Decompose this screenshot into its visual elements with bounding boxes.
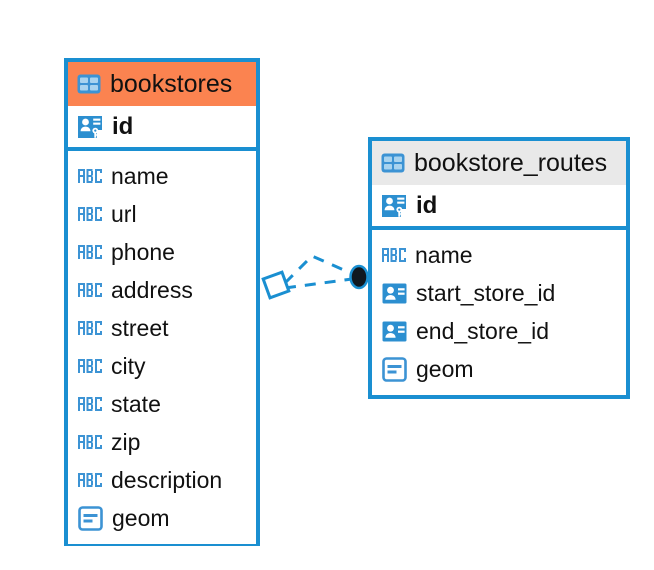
- field-row[interactable]: url: [68, 195, 256, 233]
- entity-title-bookstore-routes: bookstore_routes: [414, 148, 608, 177]
- entity-header-bookstores[interactable]: bookstores: [68, 62, 256, 106]
- primary-key-icon: [78, 115, 102, 138]
- field-row[interactable]: street: [68, 309, 256, 347]
- field-label: url: [111, 200, 137, 227]
- table-icon: [381, 153, 405, 173]
- field-row[interactable]: geom: [372, 350, 626, 388]
- field-label: description: [111, 466, 223, 493]
- field-label: address: [111, 276, 193, 303]
- field-list-bookstores: name url: [68, 151, 256, 544]
- field-label: street: [111, 314, 169, 341]
- circle-filled-icon: [349, 264, 369, 290]
- field-row[interactable]: state: [68, 385, 256, 423]
- field-label: zip: [111, 428, 141, 455]
- table-icon: [77, 74, 101, 94]
- field-label: start_store_id: [416, 279, 556, 306]
- geometry-icon: [78, 505, 103, 531]
- relationship-line-lower: [284, 277, 353, 290]
- field-label: end_store_id: [416, 317, 549, 344]
- field-label: city: [111, 352, 146, 379]
- field-label: geom: [416, 355, 474, 382]
- field-label: phone: [111, 238, 175, 265]
- field-row[interactable]: name: [372, 236, 626, 274]
- abc-text-icon: [78, 207, 102, 221]
- entity-title-bookstores: bookstores: [110, 69, 233, 98]
- field-row[interactable]: start_store_id: [372, 274, 626, 312]
- field-row[interactable]: description: [68, 461, 256, 499]
- field-row[interactable]: end_store_id: [372, 312, 626, 350]
- field-row[interactable]: name: [68, 157, 256, 195]
- primary-key-label-bookstores: id: [112, 112, 134, 140]
- abc-text-icon: [78, 321, 102, 335]
- abc-text-icon: [78, 169, 102, 183]
- primary-key-icon: [382, 194, 406, 217]
- field-row[interactable]: geom: [68, 499, 256, 537]
- foreign-key-icon: [382, 283, 407, 303]
- primary-key-label-bookstore-routes: id: [416, 191, 438, 219]
- field-label: state: [111, 390, 161, 417]
- entity-header-bookstore-routes[interactable]: bookstore_routes: [372, 141, 626, 185]
- field-row[interactable]: zip: [68, 423, 256, 461]
- relationship-line-upper: [283, 254, 354, 285]
- field-label: name: [111, 162, 169, 189]
- diamond-open-icon: [261, 270, 291, 300]
- entity-bookstores[interactable]: bookstores id: [64, 58, 260, 546]
- abc-text-icon: [78, 473, 102, 487]
- abc-text-icon: [78, 283, 102, 297]
- foreign-key-icon: [382, 321, 407, 341]
- abc-text-icon: [78, 435, 102, 449]
- field-row[interactable]: city: [68, 347, 256, 385]
- abc-text-icon: [78, 359, 102, 373]
- abc-text-icon: [382, 248, 406, 262]
- field-row[interactable]: address: [68, 271, 256, 309]
- field-list-bookstore-routes: name start_store_id: [372, 230, 626, 395]
- abc-text-icon: [78, 245, 102, 259]
- geometry-icon: [382, 356, 407, 382]
- field-label: name: [415, 241, 473, 268]
- primary-key-row-bookstores[interactable]: id: [68, 106, 256, 151]
- field-label: geom: [112, 504, 170, 531]
- entity-bookstore-routes[interactable]: bookstore_routes id: [368, 137, 630, 399]
- abc-text-icon: [78, 397, 102, 411]
- primary-key-row-bookstore-routes[interactable]: id: [372, 185, 626, 230]
- field-row[interactable]: phone: [68, 233, 256, 271]
